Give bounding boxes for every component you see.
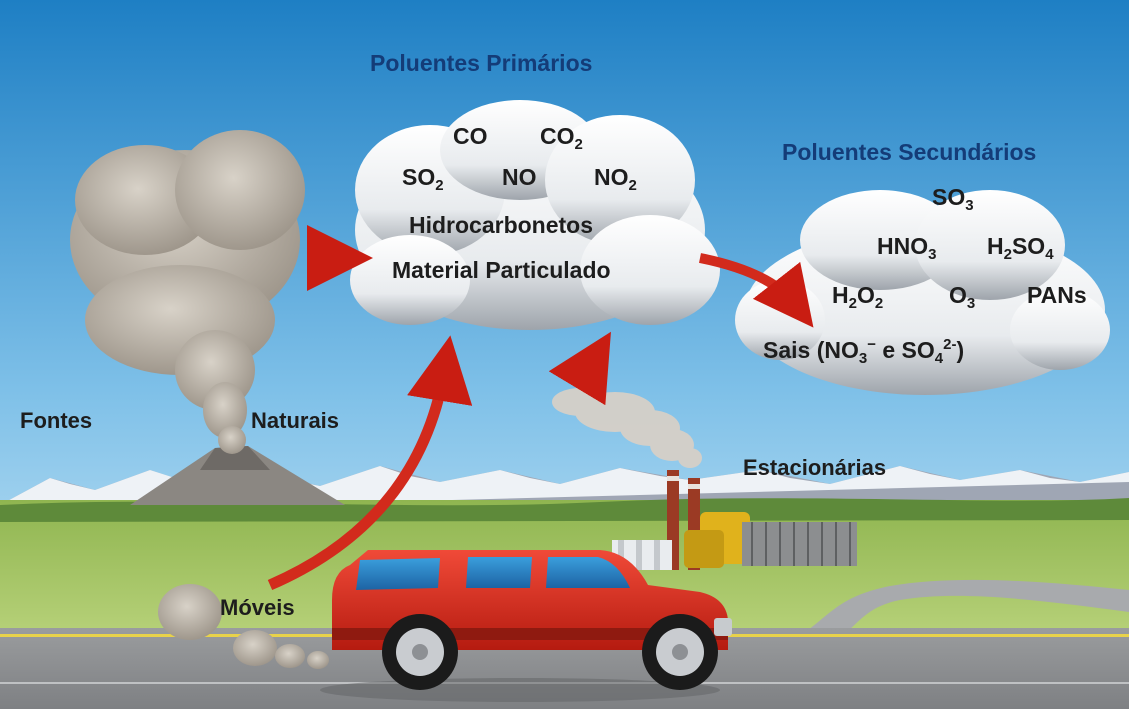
label-h2o2: H2O2 [832,282,884,312]
label-co: CO [453,123,488,149]
volcano [130,446,345,505]
label-o3: O3 [949,282,976,312]
secondary-pollutants-title: Poluentes Secundários [782,139,1037,165]
label-no2: NO2 [594,164,637,194]
label-estacionarias: Estacionárias [743,455,887,480]
car [320,550,732,702]
label-salts: Sais (NO3− e SO42-) [763,336,965,367]
label-particulate-matter: Material Particulado [392,257,611,283]
label-pans: PANs [1027,282,1087,308]
volcano-plume [70,130,305,454]
distant-road [760,579,1129,655]
label-hydrocarbons: Hidrocarbonetos [409,212,594,238]
label-h2so4: H2SO4 [987,233,1054,263]
label-fontes: Fontes [20,408,93,433]
label-so2: SO2 [402,164,444,194]
arrow-primary-to-secondary [699,253,814,328]
factory [612,470,857,570]
primary-pollutants-title: Poluentes Primários [370,50,593,76]
label-co2: CO2 [540,123,583,153]
primary-pollutants-cloud [350,100,720,330]
label-hno3: HNO3 [877,233,937,263]
label-so3: SO3 [932,184,974,214]
label-naturais: Naturais [251,408,340,433]
label-moveis: Móveis [220,595,295,620]
label-no: NO [502,164,537,190]
flow-arrows [267,225,814,591]
exhaust-smoke [158,584,329,669]
arrow-stationary-to-primary [548,331,611,406]
arrow-mobile-to-primary [267,335,473,591]
